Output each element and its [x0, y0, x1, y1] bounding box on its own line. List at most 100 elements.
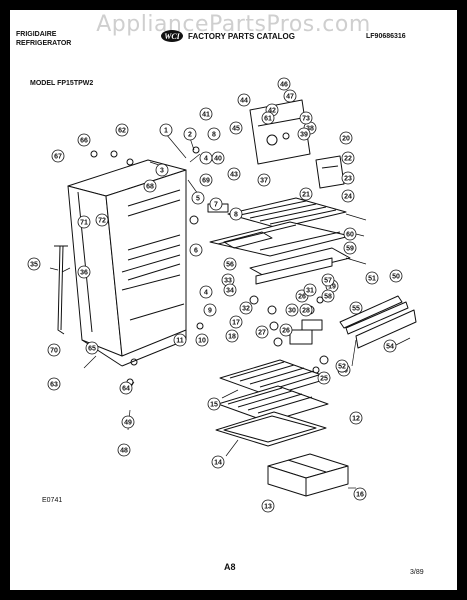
callout-14: 14: [211, 455, 225, 469]
callout-number: 55: [352, 306, 360, 313]
callout-45: 45: [229, 121, 243, 135]
callout-circle: [317, 371, 331, 385]
callout-number: 11: [176, 338, 184, 345]
callout-49: 49: [121, 415, 135, 429]
callout-15: 15: [207, 397, 221, 411]
callout-number: 32: [242, 306, 250, 313]
callout-8: 8: [207, 127, 221, 141]
callout-circle: [321, 273, 335, 287]
callout-17: 17: [229, 315, 243, 329]
callout-57: 57: [321, 273, 335, 287]
callout-number: 72: [98, 218, 106, 225]
callout-circle: [211, 151, 225, 165]
callout-4: 4: [199, 285, 213, 299]
parts-diagram-sheet: AppliancePartsPros.com FRIGIDAIRE REFRIG…: [10, 10, 457, 590]
callout-number: 27: [258, 330, 266, 337]
wci-logo: WCI: [160, 29, 184, 43]
catalog-title: FACTORY PARTS CATALOG: [188, 32, 295, 41]
callout-number: 48: [120, 448, 128, 455]
callout-28: 28: [299, 303, 313, 317]
revision-date: 3/89: [410, 569, 424, 576]
freezer-shelf: [227, 197, 347, 229]
callout-circle: [353, 487, 367, 501]
callout-circle: [207, 127, 221, 141]
callout-circle: [27, 257, 41, 271]
callout-39: 39: [297, 127, 311, 141]
callout-number: 21: [302, 192, 310, 199]
callout-11: 11: [173, 333, 187, 347]
callout-circle: [335, 359, 349, 373]
svg-text:WCI: WCI: [164, 32, 180, 41]
callout-64: 64: [119, 381, 133, 395]
callout-number: 61: [264, 116, 272, 123]
callout-circle: [349, 301, 363, 315]
callout-number: 56: [226, 262, 234, 269]
callout-circle: [261, 111, 275, 125]
callout-circle: [195, 333, 209, 347]
callout-63: 63: [47, 377, 61, 391]
callout-number: 30: [288, 308, 296, 315]
callout-circle: [341, 189, 355, 203]
callout-number: 70: [50, 348, 58, 355]
callout-circle: [299, 303, 313, 317]
callout-circle: [279, 323, 293, 337]
callout-number: 4: [204, 156, 208, 163]
callout-circle: [95, 213, 109, 227]
callout-number: 18: [228, 334, 236, 341]
callout-22: 22: [341, 151, 355, 165]
callout-number: 65: [88, 346, 96, 353]
callout-26: 26: [279, 323, 293, 337]
callout-number: 37: [260, 178, 268, 185]
callout-5: 5: [191, 191, 205, 205]
callout-number: 41: [202, 112, 210, 119]
callout-number: 5: [196, 196, 200, 203]
callout-circle: [191, 191, 205, 205]
callout-46: 46: [277, 77, 291, 91]
figure-code: E0741: [42, 497, 63, 504]
callout-number: 35: [30, 262, 38, 269]
shelf-trim-rails: [339, 295, 417, 349]
callout-number: 71: [80, 220, 88, 227]
callout-69: 69: [199, 173, 213, 187]
callout-circle: [223, 283, 237, 297]
callout-66: 66: [77, 133, 91, 147]
callout-circle: [341, 151, 355, 165]
callout-23: 23: [341, 171, 355, 185]
callout-circle: [77, 133, 91, 147]
callout-71: 71: [77, 215, 91, 229]
callout-circle: [51, 149, 65, 163]
callout-60: 60: [343, 227, 357, 241]
callout-number: 60: [346, 232, 354, 239]
callout-number: 68: [146, 184, 154, 191]
callout-circle: [229, 207, 243, 221]
callout-70: 70: [47, 343, 61, 357]
control-housing: [315, 155, 345, 189]
callout-number: 50: [392, 274, 400, 281]
callout-58: 58: [321, 289, 335, 303]
callout-number: 44: [240, 98, 248, 105]
callout-circle: [343, 241, 357, 255]
callout-21: 21: [299, 187, 313, 201]
callout-circle: [239, 301, 253, 315]
callout-52: 52: [335, 359, 349, 373]
callout-circle: [229, 121, 243, 135]
callout-number: 28: [302, 308, 310, 315]
drain-tube: [54, 245, 68, 335]
callout-number: 3: [160, 168, 164, 175]
callout-circle: [349, 411, 363, 425]
catalog-number: LF90686316: [366, 33, 406, 40]
callout-number: 52: [338, 364, 346, 371]
callout-9: 9: [203, 303, 217, 317]
callout-number: 8: [234, 212, 238, 219]
callout-circle: [119, 381, 133, 395]
callout-number: 40: [214, 156, 222, 163]
callout-number: 33: [224, 278, 232, 285]
callout-circle: [297, 127, 311, 141]
callout-number: 49: [124, 420, 132, 427]
callout-circle: [183, 127, 197, 141]
callout-circle: [121, 415, 135, 429]
callout-number: 26: [282, 328, 290, 335]
callout-number: 23: [344, 176, 352, 183]
callout-circle: [285, 303, 299, 317]
callout-47: 47: [283, 89, 297, 103]
